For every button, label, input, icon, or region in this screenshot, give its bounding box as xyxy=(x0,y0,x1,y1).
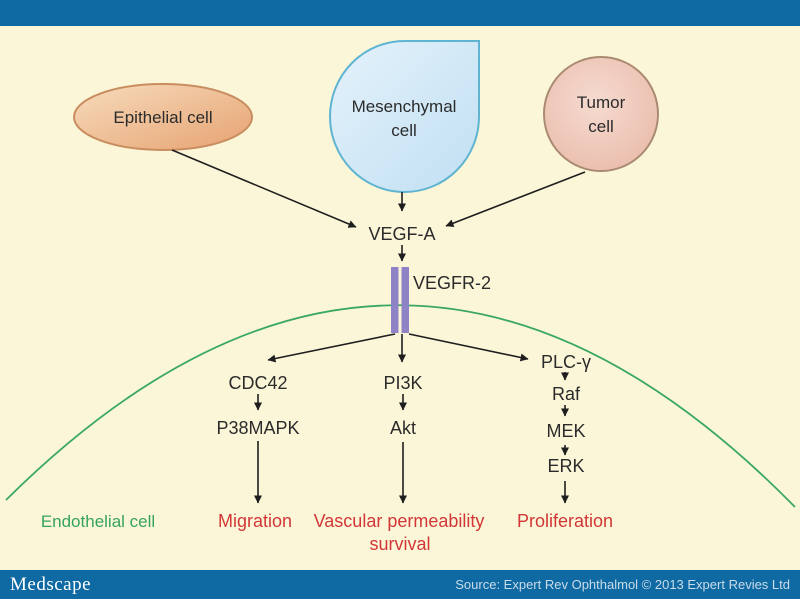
top-banner xyxy=(0,0,800,26)
vegfr2-receptor-bar-right xyxy=(401,267,409,333)
tumor-cell-label-line2: cell xyxy=(588,117,614,136)
endothelial-cell-label: Endothelial cell xyxy=(41,512,155,531)
cdc42-label: CDC42 xyxy=(228,373,287,393)
raf-label: Raf xyxy=(552,384,581,404)
mesenchymal-cell-label-line1: Mesenchymal xyxy=(352,97,457,116)
tumor-cell-shape xyxy=(543,56,659,172)
vegfr2-receptor-bar-left xyxy=(391,267,399,333)
vegfr2-label: VEGFR-2 xyxy=(413,273,491,293)
proliferation-label: Proliferation xyxy=(517,511,613,531)
arrow-receptor-to-plcgamma xyxy=(408,333,529,362)
migration-label: Migration xyxy=(218,511,292,531)
arrow-epithelial-to-vegfa xyxy=(171,149,357,228)
epithelial-cell-label: Epithelial cell xyxy=(113,108,212,127)
pi3k-label: PI3K xyxy=(383,373,422,393)
erk-label: ERK xyxy=(547,456,584,476)
endothelial-membrane-arc xyxy=(5,304,796,508)
arrow-tumor-to-vegfa xyxy=(445,171,586,228)
plc-gamma-label: PLC-γ xyxy=(541,352,591,372)
source-text: Source: Expert Rev Ophthalmol © 2013 Exp… xyxy=(455,577,790,592)
akt-label: Akt xyxy=(390,418,416,438)
tumor-cell-label-line1: Tumor xyxy=(577,93,626,112)
footer-banner: Medscape Source: Expert Rev Ophthalmol ©… xyxy=(0,570,800,599)
medscape-logo: Medscape xyxy=(10,573,92,595)
mesenchymal-cell-label-line2: cell xyxy=(391,121,417,140)
arrow-receptor-to-cdc42 xyxy=(267,333,396,363)
p38mapk-label: P38MAPK xyxy=(216,418,299,438)
vegfa-label: VEGF-A xyxy=(368,224,435,244)
mesenchymal-cell-shape xyxy=(329,39,480,193)
vascular-permeability-label: Vascular permeability xyxy=(314,511,485,531)
mek-label: MEK xyxy=(546,421,585,441)
survival-label: survival xyxy=(369,534,430,554)
epithelial-cell-shape xyxy=(73,83,253,151)
